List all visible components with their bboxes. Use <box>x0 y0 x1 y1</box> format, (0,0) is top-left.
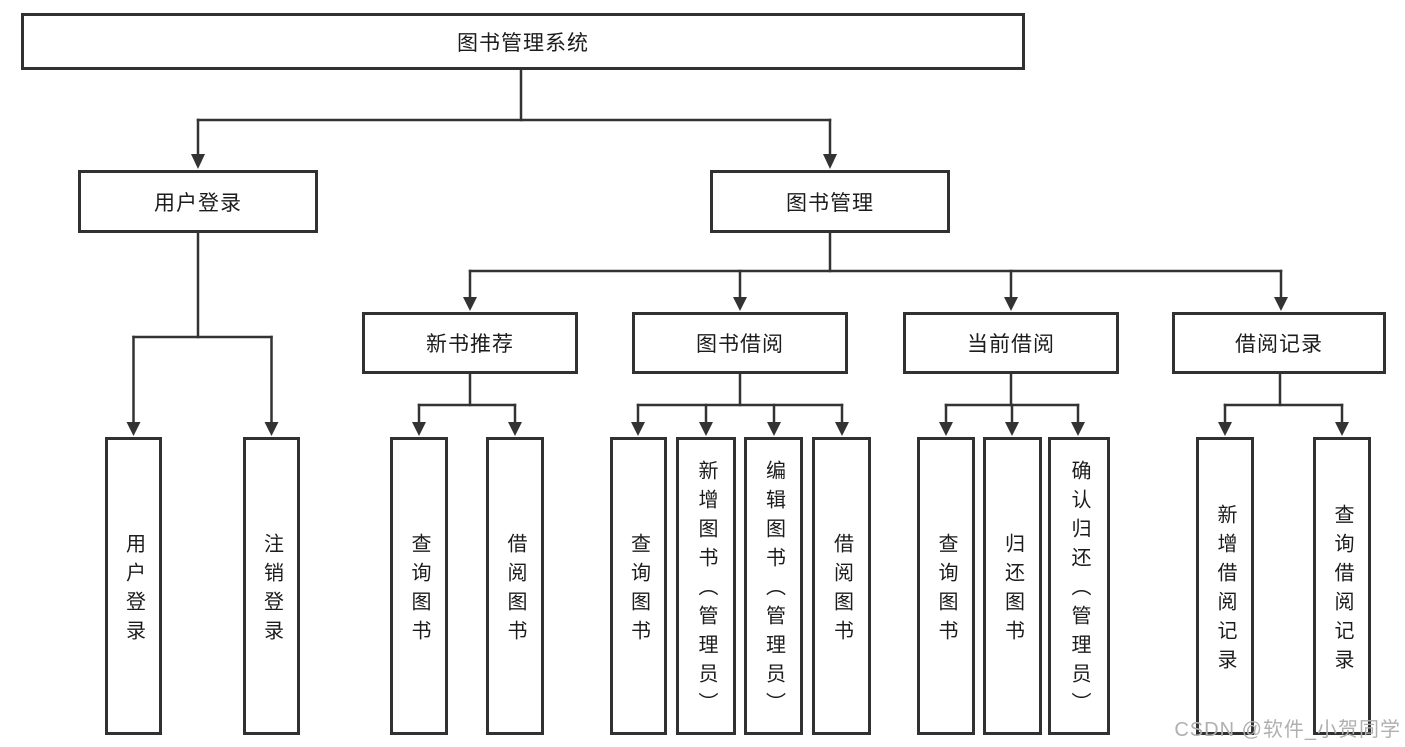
node-borrow-books-recommend: 借阅图书 <box>486 437 544 735</box>
node-logout-action: 注销登录 <box>243 437 300 735</box>
connectors-book-management-branch <box>468 231 1283 301</box>
arrowheads-leaves <box>412 422 1349 436</box>
connectors-user-login-branch <box>132 231 273 426</box>
node-borrow-book-borrowing: 借阅图书 <box>812 437 871 735</box>
node-add-borrow-record: 新增借阅记录 <box>1196 437 1254 735</box>
node-user-login-branch: 用户登录 <box>78 170 318 233</box>
node-new-book-recommend: 新书推荐 <box>362 312 578 374</box>
node-user-login-action: 用户登录 <box>105 437 162 735</box>
node-query-books-borrowing: 查询图书 <box>610 437 667 735</box>
connectors-level3-to-leaves <box>417 372 1344 426</box>
node-library-management-system: 图书管理系统 <box>21 13 1025 70</box>
connectors-root-to-level2 <box>196 68 832 158</box>
node-return-book: 归还图书 <box>983 437 1042 735</box>
arrowheads-level3 <box>463 297 1288 311</box>
node-add-book-admin: 新增图书（管理员） <box>676 437 736 735</box>
arrowheads-level2 <box>191 154 837 169</box>
node-edit-book-admin: 编辑图书（管理员） <box>744 437 803 735</box>
node-book-borrowing: 图书借阅 <box>632 312 848 374</box>
node-confirm-return-admin: 确认归还（管理员） <box>1048 437 1110 735</box>
arrowheads-user-login-branch <box>126 422 279 436</box>
node-borrow-records: 借阅记录 <box>1172 312 1386 374</box>
node-book-management-branch: 图书管理 <box>710 170 950 233</box>
node-current-borrowing: 当前借阅 <box>903 312 1119 374</box>
node-query-books-recommend: 查询图书 <box>390 437 448 735</box>
node-query-books-current: 查询图书 <box>917 437 975 735</box>
node-query-borrow-record: 查询借阅记录 <box>1313 437 1371 735</box>
